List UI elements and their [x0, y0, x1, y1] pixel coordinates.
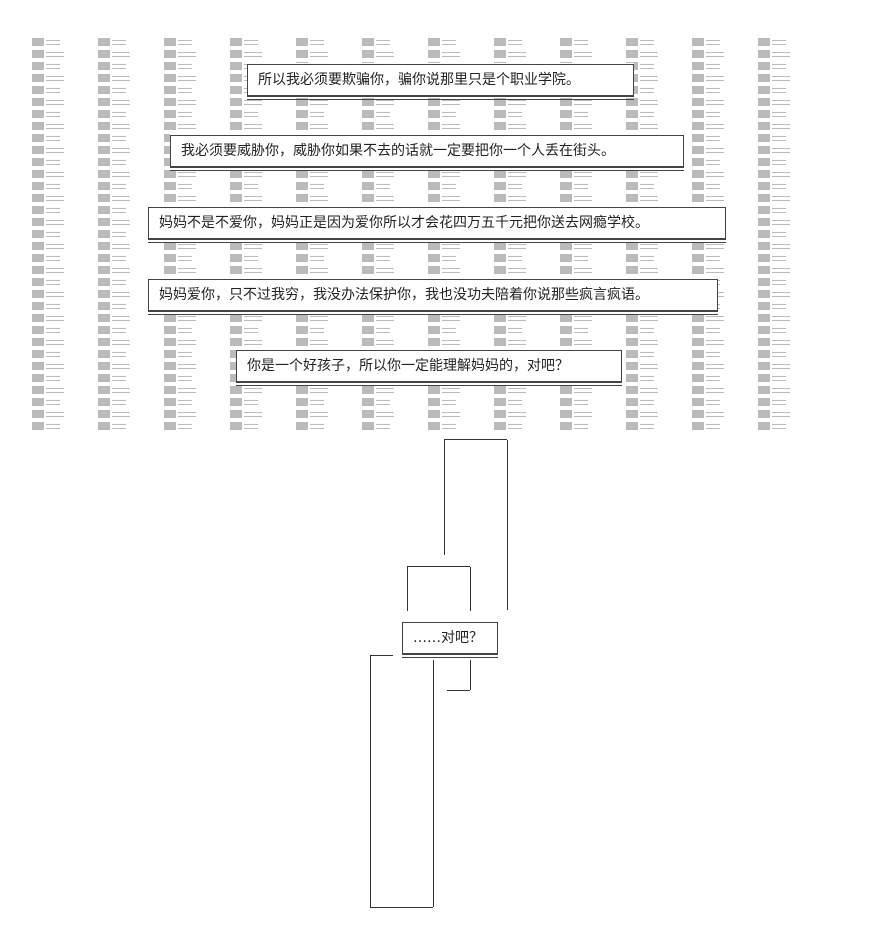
fig-mid-bar: [407, 566, 470, 567]
caption-4: 妈妈爱你，只不过我穷，我没办法保护你，我也没功夫陪着你说那些疯言疯语。: [148, 279, 718, 315]
fig-line: [447, 690, 470, 691]
fig-bottom-bar: [370, 907, 433, 908]
fig-line: [470, 567, 471, 611]
fig-line: [470, 660, 471, 690]
fig-line: [370, 655, 393, 656]
caption-lower: ……对吧？: [402, 622, 498, 658]
caption-2: 我必须要威胁你，威胁你如果不去的话就一定要把你一个人丢在街头。: [170, 135, 684, 171]
fig-top-bar: [444, 439, 507, 440]
fig-line: [444, 440, 445, 555]
fig-line: [507, 440, 508, 610]
fig-line: [370, 656, 371, 907]
fig-line: [407, 567, 408, 611]
caption-5: 你是一个好孩子，所以你一定能理解妈妈的，对吧？: [236, 350, 622, 386]
caption-3: 妈妈不是不爱你，妈妈正是因为爱你所以才会花四万五千元把你送去网瘾学校。: [148, 207, 726, 243]
fig-line: [433, 660, 434, 907]
caption-1: 所以我必须要欺骗你，骗你说那里只是个职业学院。: [247, 64, 634, 100]
